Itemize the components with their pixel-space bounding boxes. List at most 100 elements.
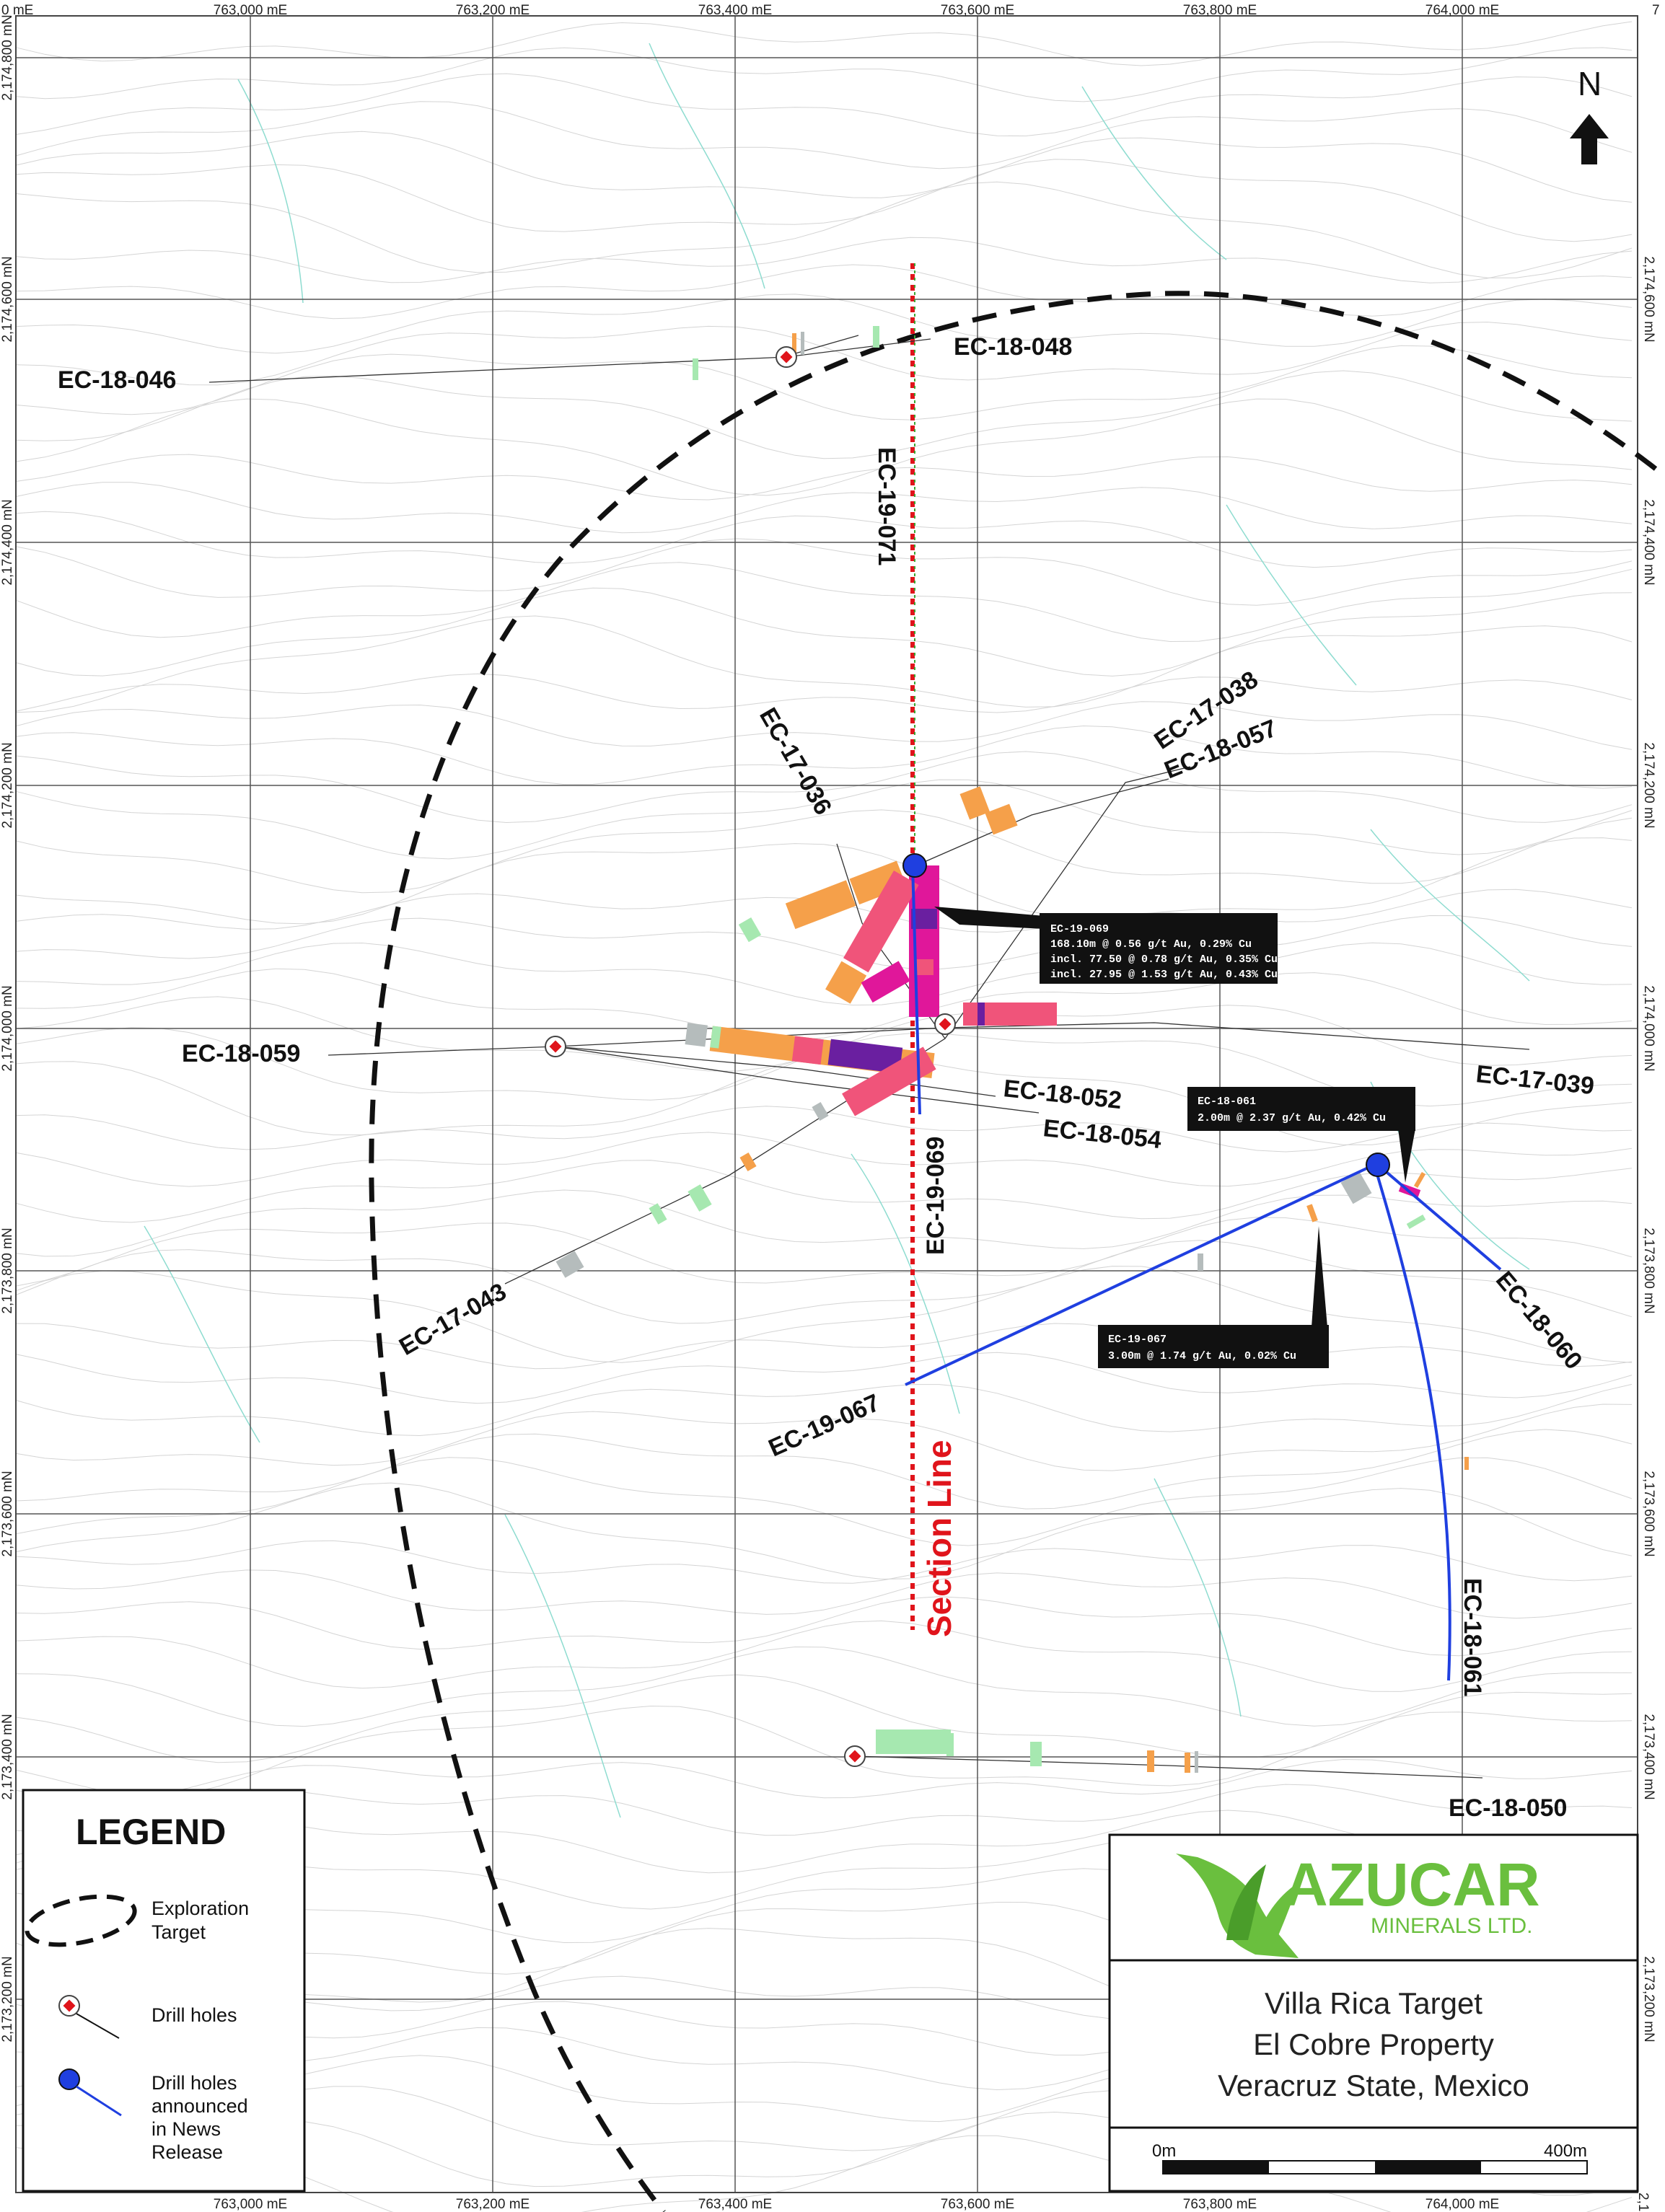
intercept-green [649,1203,667,1225]
trace-ec-18-054 [555,1046,1040,1114]
contour-line [15,1457,1633,1546]
new-drill-hole-collar[interactable] [902,853,927,878]
contour-line [15,21,1633,66]
intercept-grey [812,1101,829,1122]
contour-line [15,237,1633,283]
contour-line [15,837,1633,925]
edge-fragment-top-right: 7 [1652,3,1660,18]
contour-line [15,615,1633,713]
contour-line [15,398,1633,496]
intercept-orange [959,786,990,820]
contour-line [15,1646,1633,1727]
map-title-line: El Cobre Property [1253,2027,1494,2061]
easting-label-bottom: 763,000 mE [214,2197,287,2212]
contour-line [15,1429,1633,1510]
new-drill-trace-legend-icon [76,2085,122,2117]
contour-line [15,1540,1633,1584]
easting-label-bottom: 763,600 mE [941,2197,1014,2212]
contour-line [15,101,1633,169]
stream-network [144,43,1530,1818]
callout-line: 2.00m @ 2.37 g/t Au, 0.42% Cu [1198,1112,1386,1124]
callout-line: 168.10m @ 0.56 g/t Au, 0.29% Cu [1050,938,1252,951]
northing-label-right: 2,173,600 mN [1641,1471,1656,1556]
intercept-green [873,326,879,348]
callout-line: 3.00m @ 1.74 g/t Au, 0.02% Cu [1108,1350,1296,1362]
northing-label-left: 2,173,800 mN [0,1228,15,1313]
intercept-orange [785,880,856,930]
contour-line [15,181,1633,278]
trace-ec-18-050 [854,1755,1483,1779]
northing-label-right: 2,173,400 mN [1641,1714,1656,1799]
callout-line: incl. 27.95 @ 1.53 g/t Au, 0.43% Cu [1050,969,1278,981]
stream [504,1514,621,1818]
contour-line [15,1596,1633,1657]
intercept-orange [792,333,796,356]
callout-pointer [1312,1226,1327,1327]
map-title-line: Veracruz State, Mexico [1218,2068,1529,2102]
northing-label-left: 2,173,600 mN [0,1471,15,1556]
intercept-grey [685,1023,708,1047]
legend-item-label: Drill holes [151,2004,237,2026]
easting-label-top: 763,000 mE [214,3,287,18]
stream [1081,86,1227,260]
drill-hole-marker-icon [848,1750,861,1763]
company-name: AZUCAR [1284,1851,1540,1918]
scale-bar-segment [1375,2161,1481,2174]
contour-line [15,1132,1633,1187]
contour-line [15,1323,1633,1370]
stream [1370,829,1530,982]
new-drill-hole-collar[interactable] [1366,1153,1390,1177]
intercept-orange [985,803,1018,835]
trace-ec-18-060 [1376,1163,1502,1271]
hole-label-ec-19-071: EC-19-071 [873,447,900,565]
logo-leaf [1226,1864,1266,1940]
contour-line [15,1383,1633,1437]
scale-bar: 0m 400m [1152,2141,1588,2174]
contour-line [15,482,1633,534]
north-arrow-icon [1570,114,1609,164]
northing-label-left: 2,174,400 mN [0,499,15,585]
contour-line [15,1705,1633,1797]
trace-ec-19-069 [911,865,921,1115]
legend-box [22,1789,306,2193]
intercept-pink [963,1003,1057,1026]
easting-label-top: 763,800 mE [1183,3,1257,18]
contour-line [15,322,1633,386]
northing-label-left: 2,174,600 mN [0,256,15,342]
intercept-orange [739,1152,757,1172]
contour-line [15,73,1633,137]
intercept-green [1406,1215,1426,1229]
northing-label-left: 2,173,200 mN [0,1956,15,2042]
scale-start-label: 0m [1152,2141,1176,2161]
contour-line [15,942,1633,1006]
intercept-group-ec-17-036 [825,871,919,1004]
callout-ec-19-067: EC-19-067 3.00m @ 1.74 g/t Au, 0.02% Cu [1098,1226,1329,1368]
contour-line [15,1404,1633,1471]
intercept-orange [1306,1204,1318,1222]
northing-label-left: 2,174,000 mN [0,985,15,1071]
legend-item-label: in News [151,2118,221,2140]
intercept-pink [791,1036,824,1065]
contour-line [15,1482,1633,1580]
contour-line [15,1217,1633,1287]
intercept-purple [978,1003,985,1026]
legend-item-label: Drill holes [151,2072,237,2094]
contour-line [15,725,1633,789]
easting-label-top: 763,600 mE [941,3,1014,18]
hole-label-ec-19-069: EC-19-069 [922,1137,949,1255]
callout-pointer [1398,1129,1415,1183]
callout-line: EC-18-061 [1198,1096,1256,1108]
assay-intercepts [555,326,1469,1773]
contour-line [15,587,1633,677]
intercept-grey [1340,1171,1372,1204]
intercept-pink [843,871,919,973]
stream [144,1225,260,1443]
easting-label-top: 763,400 mE [698,3,772,18]
company-logo-plant-icon [1176,1854,1299,1958]
easting-label-bottom: 763,400 mE [698,2197,772,2212]
legend-item-label: Target [151,1921,206,1943]
intercept-green [693,358,698,380]
northing-label-right: 2,174,600 mN [1641,256,1656,342]
intercept-orange [1464,1457,1469,1470]
drill-collars [545,346,1390,1767]
